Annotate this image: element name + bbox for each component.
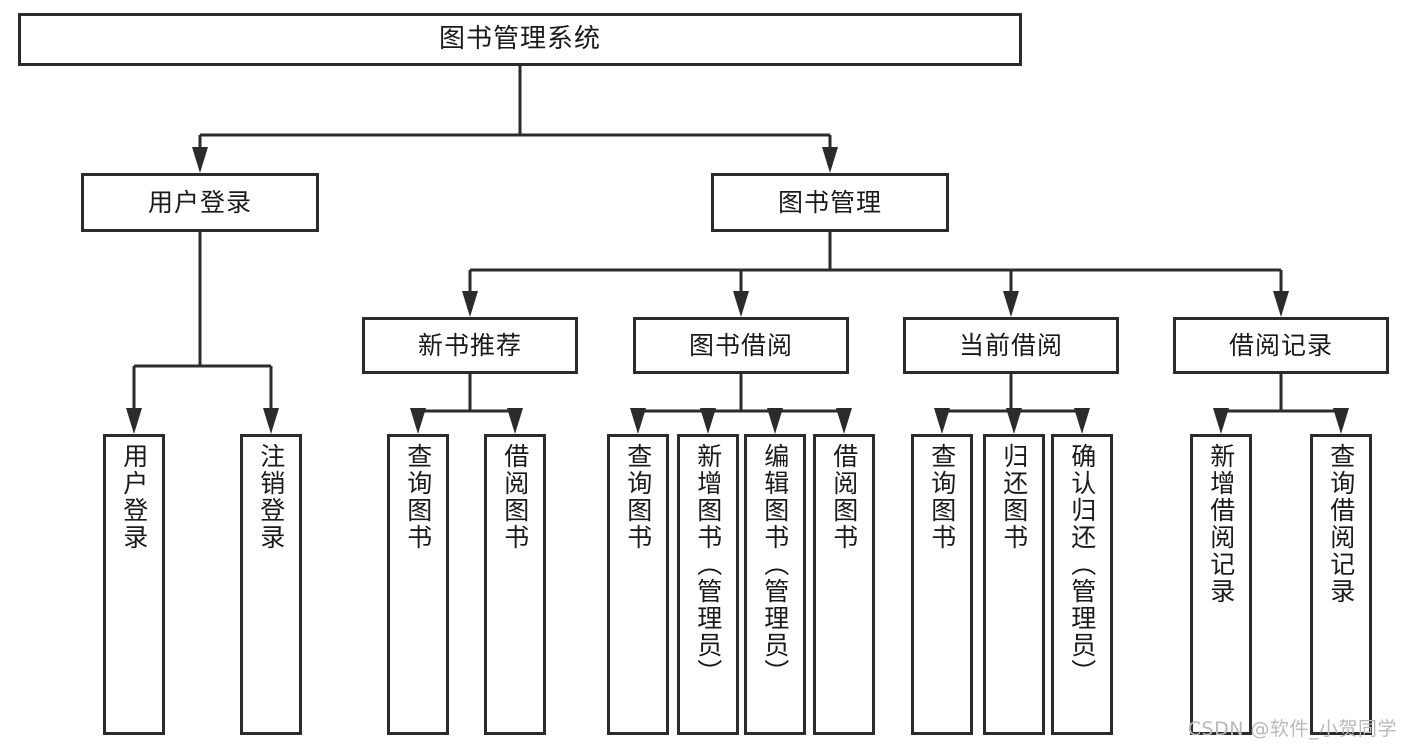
node-label: 查询图书 [403,443,433,551]
node-level3-2[interactable]: 当前借阅 [903,317,1119,374]
node-level2-1[interactable]: 图书管理 [711,173,949,232]
arrow-leaf-7-head [934,408,950,434]
node-level3-0[interactable]: 新书推荐 [362,317,578,374]
arrow-leaf-11-head [1333,408,1349,434]
node-level2-0[interactable]: 用户登录 [81,173,319,232]
node-label: 新增借阅记录 [1206,443,1236,605]
node-label: 用户登录 [147,187,252,217]
node-leaf-8[interactable]: 查询图书 [911,434,973,735]
node-root-0[interactable]: 图书管理系统 [18,13,1022,66]
node-leaf-1[interactable]: 注销登录 [240,434,302,735]
arrow-leaf-10-head [1213,408,1229,434]
node-label: 新增图书（管理员） [693,443,723,686]
node-label: 图书管理 [777,187,882,217]
node-level3-3[interactable]: 借阅记录 [1173,317,1389,374]
arrow-to-user-login-head [192,147,208,173]
arrow-to-borrow-head [733,291,749,317]
node-level3-1[interactable]: 图书借阅 [633,317,849,374]
node-label: 新书推荐 [417,330,522,360]
arrow-leaf-6-head [836,408,852,434]
arrow-to-book-manage-head [822,147,838,173]
node-label: 图书借阅 [688,330,793,360]
node-leaf-5[interactable]: 新增图书（管理员） [677,434,739,735]
node-label: 借阅记录 [1228,330,1333,360]
node-label: 查询借阅记录 [1326,443,1356,605]
node-leaf-2[interactable]: 查询图书 [387,434,449,735]
arrow-leaf-1-head [410,408,426,434]
node-leaf-9[interactable]: 归还图书 [983,434,1045,735]
node-leaf-3[interactable]: 借阅图书 [484,434,546,735]
node-label: 用户登录 [119,443,149,551]
node-leaf-10[interactable]: 确认归还（管理员） [1051,434,1113,735]
arrow-to-new-book-head [462,291,478,317]
arrow-to-records-head [1273,291,1289,317]
node-leaf-7[interactable]: 借阅图书 [813,434,875,735]
node-leaf-6[interactable]: 编辑图书（管理员） [744,434,806,735]
arrow-leaf-9-head [1074,408,1090,434]
watermark-label: CSDN @软件_小贺同学 [1187,718,1397,740]
node-label: 注销登录 [256,443,286,551]
arrow-leaf-2-head [507,408,523,434]
node-leaf-11[interactable]: 新增借阅记录 [1190,434,1252,735]
node-label: 当前借阅 [958,330,1063,360]
node-label: 确认归还（管理员） [1067,443,1097,686]
node-label: 查询图书 [623,443,653,551]
arrow-leaf-5-head [767,408,783,434]
node-leaf-0[interactable]: 用户登录 [103,434,165,735]
arrow-leaf-8-head [1006,408,1022,434]
node-label: 查询图书 [927,443,957,551]
node-leaf-12[interactable]: 查询借阅记录 [1310,434,1372,735]
node-label: 借阅图书 [829,443,859,551]
node-label: 图书管理系统 [438,23,601,54]
node-label: 编辑图书（管理员） [760,443,790,686]
arrow-to-leaf-logout-head [263,408,279,434]
arrow-leaf-4-head [700,408,716,434]
node-leaf-4[interactable]: 查询图书 [607,434,669,735]
node-label: 归还图书 [999,443,1029,551]
arrow-to-leaf-user-login-head [126,408,142,434]
arrow-leaf-3-head [630,408,646,434]
node-label: 借阅图书 [500,443,530,551]
arrow-to-current-borrow-head [1003,291,1019,317]
